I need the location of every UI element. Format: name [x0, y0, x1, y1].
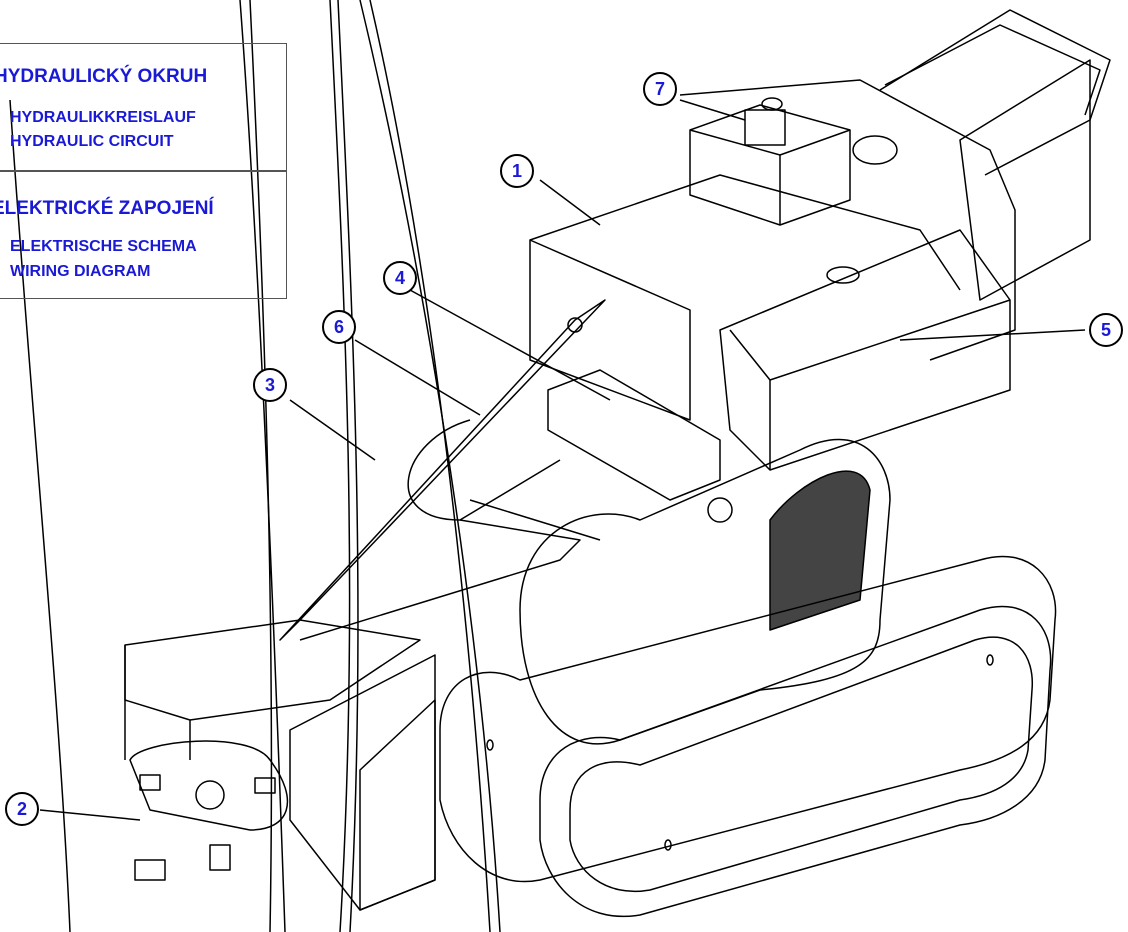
rotor-disc	[129, 740, 289, 831]
pin	[567, 317, 583, 333]
boom-edge	[469, 499, 601, 541]
body-hole	[852, 135, 898, 165]
tooth	[134, 859, 166, 881]
legend-electric-box	[0, 170, 287, 299]
leader-line-1	[539, 179, 601, 226]
legend-hydraulic-box	[0, 43, 287, 172]
cylinder-rod	[279, 299, 606, 641]
track-hole	[486, 739, 494, 751]
track-front-inner	[569, 636, 1033, 893]
hose-line	[9, 99, 71, 932]
track-hole	[664, 839, 672, 851]
mesh-vent	[769, 470, 871, 631]
cylinder-joint	[707, 497, 733, 523]
hose-line	[337, 0, 359, 932]
hopper	[879, 9, 1111, 176]
callout-6: 6	[322, 310, 356, 344]
leader-line-4	[409, 289, 611, 401]
track-hole	[986, 654, 994, 666]
callout-7: 7	[643, 72, 677, 106]
cylinder-block	[547, 369, 721, 501]
hydraulic-title-en: HYDRAULIC CIRCUIT	[10, 133, 174, 150]
control-box-edge	[689, 129, 851, 156]
callout-5: 5	[1089, 313, 1123, 347]
leader-line-2	[39, 809, 141, 821]
hydraulic-title-cz: HYDRAULICKÝ OKRUH	[0, 66, 208, 87]
control-knob-top	[761, 97, 783, 111]
electric-title-de: ELEKTRISCHE SCHEMA	[10, 238, 197, 255]
rotor-hub	[195, 780, 225, 810]
frame-front	[529, 239, 691, 421]
engine-edge	[729, 299, 1011, 381]
callout-4: 4	[383, 261, 417, 295]
leader-line-3	[289, 399, 376, 461]
track-rear	[439, 555, 1057, 883]
fuel-cap	[826, 266, 860, 284]
electric-title-cz: ELEKTRICKÉ ZAPOJENÍ	[0, 198, 214, 219]
hydraulic-title-de: HYDRAULIKKREISLAUF	[10, 109, 196, 126]
hose-line	[329, 0, 351, 932]
hopper-side	[959, 59, 1091, 301]
blade-edge	[359, 699, 436, 911]
tooth	[254, 777, 276, 794]
blade-plate	[289, 654, 436, 911]
tooth	[139, 774, 161, 791]
hose-line	[369, 0, 491, 932]
callout-3: 3	[253, 368, 287, 402]
hopper	[884, 24, 1101, 116]
body-plate	[679, 79, 1016, 361]
leader-line-6	[354, 339, 481, 416]
boom	[299, 519, 581, 641]
leader-line-7	[679, 99, 746, 121]
control-box	[689, 104, 851, 226]
callout-2: 2	[5, 792, 39, 826]
drive-cover	[519, 438, 891, 745]
callout-1: 1	[500, 154, 534, 188]
electric-title-en: WIRING DIAGRAM	[10, 263, 151, 280]
hose-line	[359, 0, 501, 932]
attachment-frame	[124, 619, 421, 721]
hose-line	[249, 0, 273, 932]
leader-line-5	[899, 329, 1086, 341]
engine-housing	[719, 229, 1011, 471]
tooth	[209, 844, 231, 871]
boom-curve	[407, 419, 561, 521]
track-front	[539, 605, 1052, 918]
frame-top	[529, 174, 961, 291]
control-knob	[744, 109, 786, 146]
